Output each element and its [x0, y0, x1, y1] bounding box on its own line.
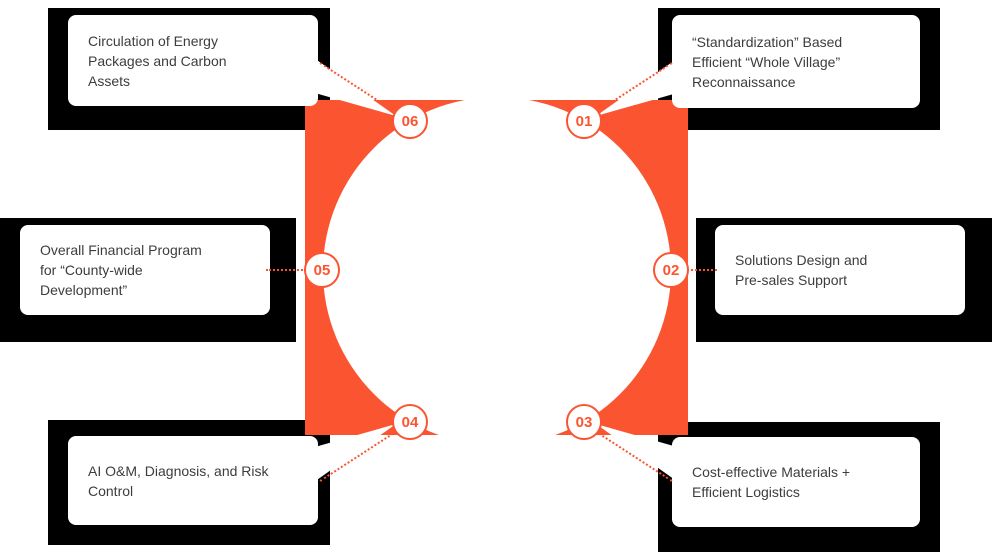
center-circle — [323, 97, 671, 445]
card-circulation-energy: Circulation of Energy Packages and Carbo… — [68, 15, 318, 106]
node-badge-01: 01 — [566, 103, 602, 139]
node-badge-06: 06 — [392, 103, 428, 139]
card-financial-program: Overall Financial Program for “County-wi… — [20, 225, 270, 315]
node-badge-02: 02 — [653, 252, 689, 288]
card-label-03: Cost-effective Materials + Efficient Log… — [692, 464, 851, 500]
node-badge-03: 03 — [566, 404, 602, 440]
card-label-05: Overall Financial Program for “County-wi… — [40, 242, 202, 298]
card-label-06: Circulation of Energy Packages and Carbo… — [88, 32, 227, 89]
dotted-connector-05 — [266, 269, 306, 271]
card-label-02: Solutions Design and Pre-sales Support — [735, 252, 868, 288]
card-solutions-design: Solutions Design and Pre-sales Support — [715, 225, 965, 315]
card-ai-om-risk-control: AI O&M, Diagnosis, and Risk Control — [68, 436, 318, 525]
node-badge-05: 05 — [304, 252, 340, 288]
card-standardization-reconnaissance: “Standardization” Based Efficient “Whole… — [672, 15, 920, 108]
card-label-01: “Standardization” Based Efficient “Whole… — [692, 33, 843, 90]
node-badge-04: 04 — [392, 404, 428, 440]
card-label-04: AI O&M, Diagnosis, and Risk Control — [88, 462, 269, 499]
card-materials-logistics: Cost-effective Materials + Efficient Log… — [672, 437, 920, 527]
dotted-connector-02 — [687, 269, 717, 271]
